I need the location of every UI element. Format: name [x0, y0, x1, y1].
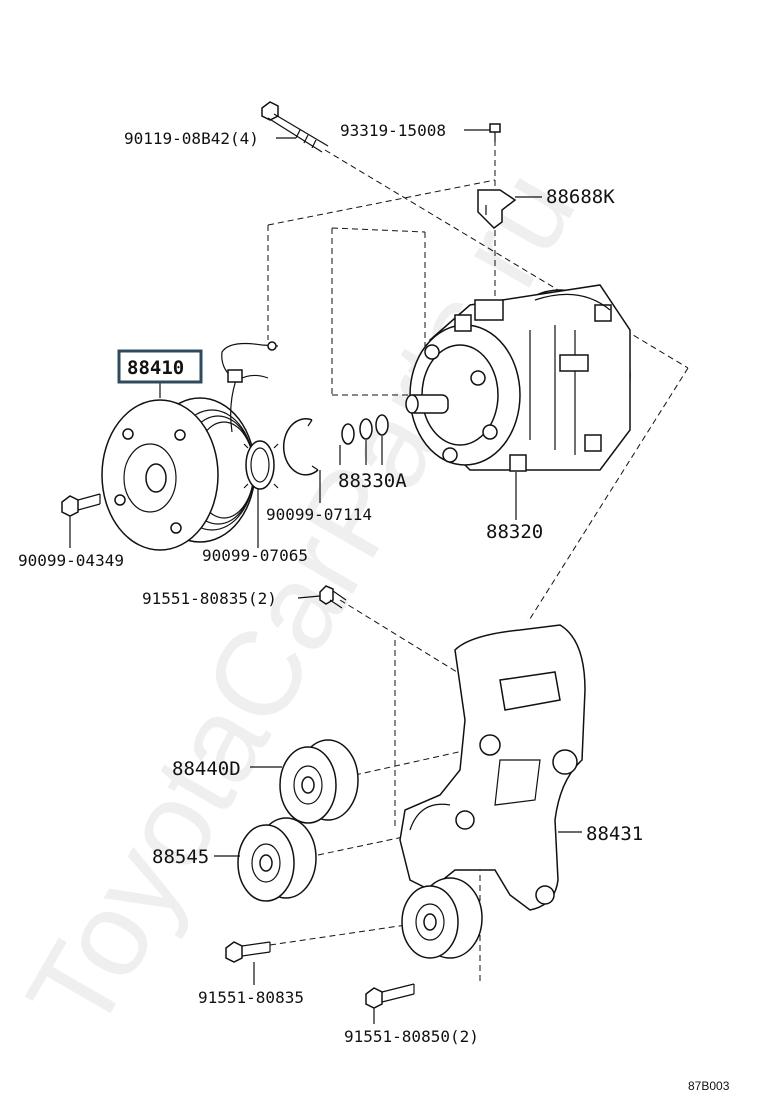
leader-lines [69, 129, 582, 1024]
ring-90099-07065 [243, 440, 279, 490]
pulley-88545 [237, 817, 317, 902]
screw-93319 [489, 123, 501, 142]
compressor-88320 [405, 284, 631, 472]
bolt-90099-04349 [61, 493, 101, 517]
bolt-91551-80850 [365, 983, 415, 1009]
label-91551-80835[interactable]: 91551-80835 [198, 988, 304, 1007]
label-88440D[interactable]: 88440D [172, 758, 241, 780]
bracket-88431 [399, 624, 586, 911]
pulley-88440D [279, 739, 359, 824]
bolt-91551-80835-lower [225, 941, 271, 963]
label-88431[interactable]: 88431 [586, 823, 643, 845]
label-90099-07114[interactable]: 90099-07114 [266, 505, 372, 524]
bolt-91551-80835-upper [319, 585, 347, 609]
label-88688K[interactable]: 88688K [546, 186, 615, 208]
diagram-code: 87B003 [688, 1079, 730, 1093]
highlight-box-88410 [117, 349, 203, 384]
label-88330A[interactable]: 88330A [338, 470, 407, 492]
label-88410[interactable]: 88410 [127, 357, 184, 379]
label-90099-04349[interactable]: 90099-04349 [18, 551, 124, 570]
label-91551-80850-2[interactable]: 91551-80850(2) [344, 1027, 479, 1046]
shims-88330A [341, 414, 389, 445]
pulley-lower [401, 877, 483, 959]
label-88545[interactable]: 88545 [152, 846, 209, 868]
label-93319[interactable]: 93319-15008 [340, 121, 446, 140]
bolt-90119 [261, 101, 329, 153]
watermark-text: ToyotaCarParts.ru [1, 149, 601, 1053]
label-91551-80835-2[interactable]: 91551-80835(2) [142, 589, 277, 608]
snap-ring-90099-07114 [282, 418, 319, 476]
bracket-88688K [477, 189, 517, 229]
clutch-88410 [101, 341, 279, 551]
label-88320[interactable]: 88320 [486, 521, 543, 543]
label-90099-07065[interactable]: 90099-07065 [202, 546, 308, 565]
label-90119[interactable]: 90119-08B42(4) [124, 129, 259, 148]
